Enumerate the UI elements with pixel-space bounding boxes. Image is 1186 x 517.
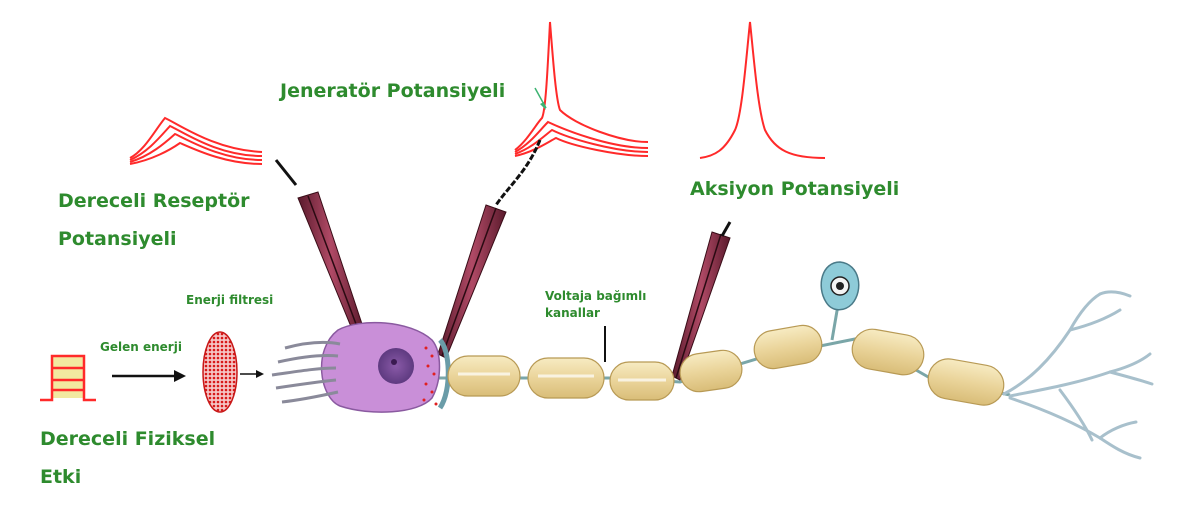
electrode-middle — [438, 205, 506, 358]
myelin-segment — [925, 356, 1007, 409]
myelin-segment — [849, 326, 927, 378]
myelin-sheath — [448, 322, 1007, 408]
action-potential-label: Aksiyon Potansiyeli — [690, 178, 899, 200]
action-potential-trace — [700, 22, 825, 158]
myelin-segment — [448, 356, 520, 396]
energy-filter — [203, 332, 237, 412]
graded-stimulus-symbol — [40, 356, 96, 400]
ganglion-cell-body — [821, 262, 859, 340]
receptor-potential-traces — [130, 118, 262, 164]
graded-physical-stimulus-label-line2: Etki — [40, 466, 81, 488]
voltage-gated-label-line2: kanallar — [545, 306, 600, 320]
incoming-energy-label: Gelen enerji — [100, 340, 182, 354]
filter-output-arrow — [240, 370, 264, 378]
incoming-energy-arrow — [112, 370, 186, 382]
generator-potential-label: Jeneratör Potansiyeli — [280, 80, 505, 102]
nucleus — [378, 348, 414, 384]
graded-physical-stimulus-label-line1: Dereceli Fiziksel — [40, 428, 215, 450]
energy-filter-label: Enerji filtresi — [186, 293, 273, 307]
electrode-left — [298, 192, 364, 334]
myelin-segment — [751, 322, 825, 371]
receptor-potential-label-line2: Potansiyeli — [58, 228, 177, 250]
trace-connector — [276, 160, 296, 185]
receptor-potential-label-line1: Dereceli Reseptör — [58, 190, 250, 212]
axon-terminals — [1004, 292, 1152, 458]
myelin-segment — [528, 358, 604, 398]
voltage-gated-label-line1: Voltaja bağımlı — [545, 289, 646, 303]
receptor-cell — [272, 323, 440, 413]
